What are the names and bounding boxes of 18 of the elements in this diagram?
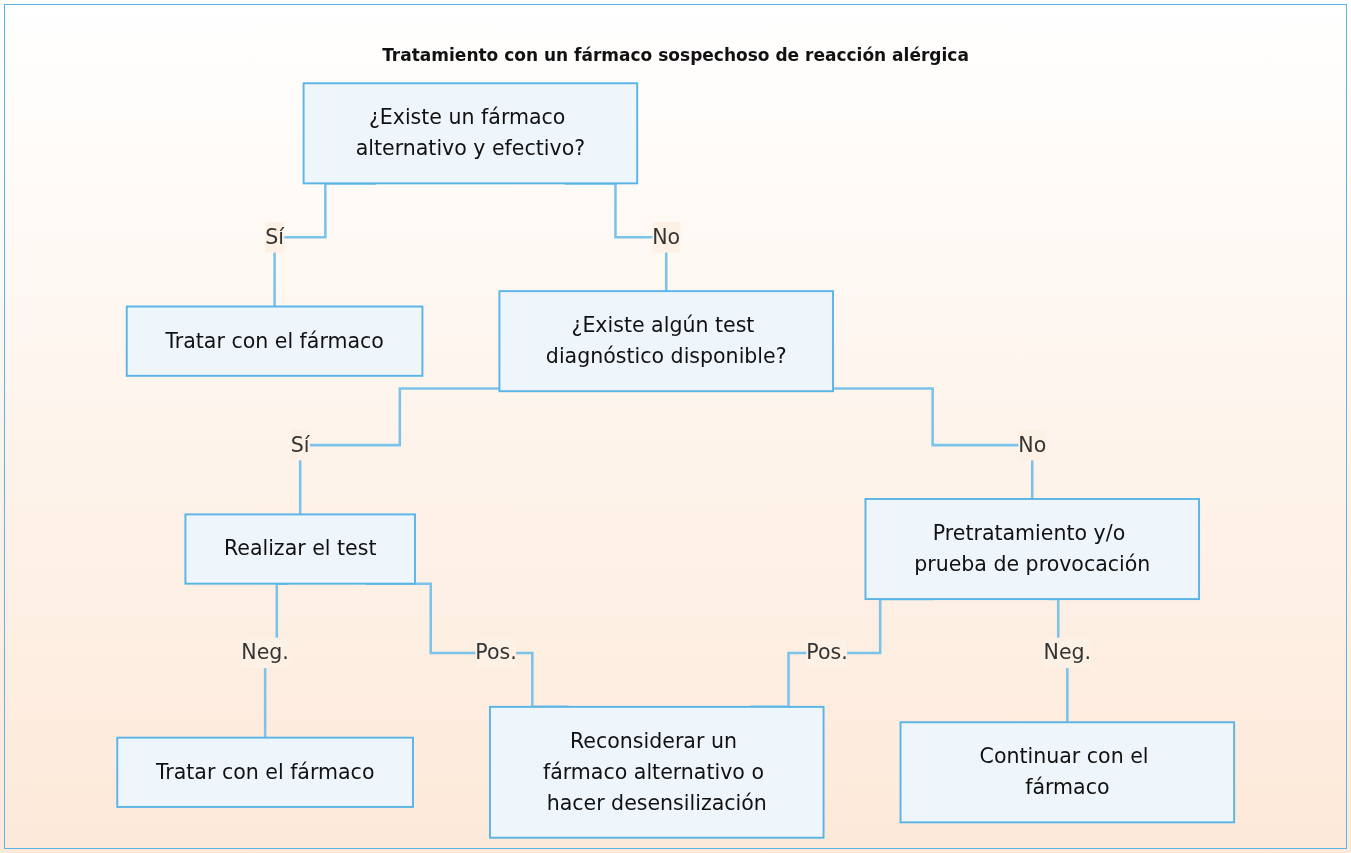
diagram-title: Tratamiento con un fármaco sospechoso de reacción alérgica — [382, 45, 969, 65]
node-box: Tratar con el fármaco — [116, 736, 414, 808]
node-box: Realizar el test — [184, 513, 416, 585]
edge-label: Neg. — [241, 640, 289, 665]
node-box: Reconsiderar un fármaco alternativo o hacer desensilización — [488, 705, 825, 839]
node-box: Tratar con el fármaco — [125, 305, 424, 377]
node-box: Continuar con el fármaco — [899, 721, 1235, 824]
edge-label: Pos. — [475, 640, 517, 665]
edge-label: No — [652, 224, 680, 249]
edge-label: No — [1018, 432, 1047, 457]
edge-label: Pos. — [806, 640, 848, 665]
edge-label: Neg. — [1043, 640, 1091, 665]
node-box: ¿Existe un fármaco alternativo y efectivo? — [302, 82, 638, 185]
connector — [298, 387, 500, 516]
node-box: Pretratamiento y/o prueba de provocación — [864, 498, 1200, 601]
edge-label: Sí — [265, 224, 284, 249]
edge-label: Sí — [290, 432, 310, 457]
node-box: ¿Existe algún test diagnóstico disponible? — [498, 290, 834, 393]
